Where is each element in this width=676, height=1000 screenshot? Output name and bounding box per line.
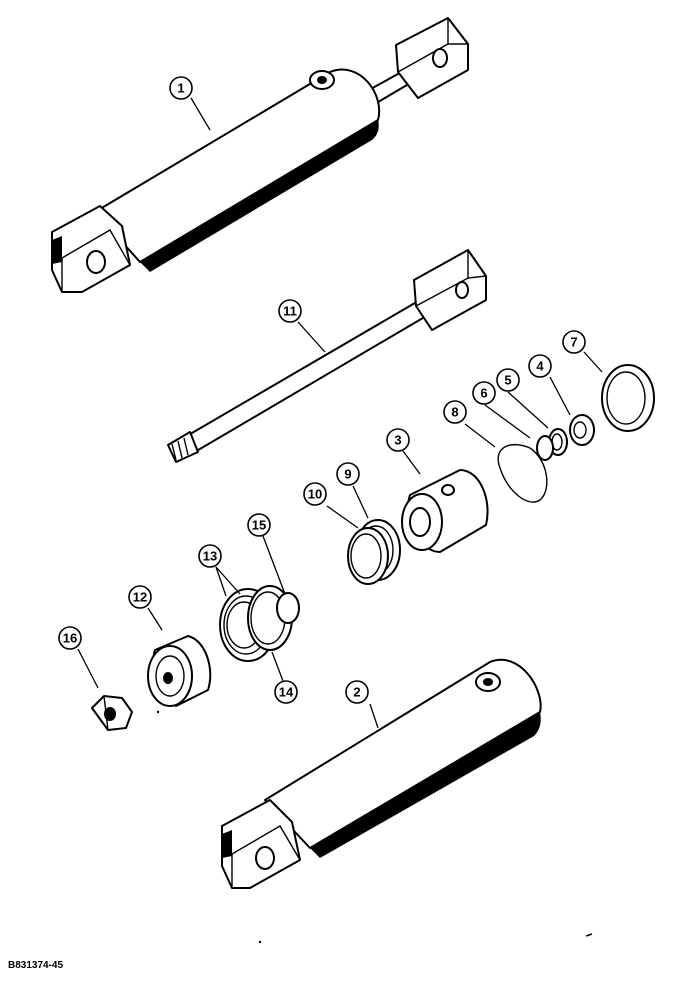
part-6-ring (536, 435, 554, 461)
callout-15: 15 (247, 513, 271, 537)
speck (258, 940, 262, 944)
callout-3: 3 (386, 428, 410, 452)
part-11-piston-rod (167, 249, 487, 463)
callout-12: 12 (128, 585, 152, 609)
callout-5: 5 (496, 368, 520, 392)
callout-12-label: 12 (133, 590, 147, 605)
callout-14: 14 (274, 680, 298, 704)
part-16-nut (91, 695, 133, 731)
callout-6: 6 (472, 381, 496, 405)
leader-lines (77, 97, 603, 729)
callout-9-label: 9 (344, 467, 351, 482)
part-7-lock-ring (601, 364, 655, 432)
part-3-gland (401, 469, 489, 553)
callout-7: 7 (562, 330, 586, 354)
speck (156, 710, 160, 714)
part-2-cylinder-barrel (221, 658, 542, 889)
callout-13: 13 (198, 544, 222, 568)
callout-10: 10 (303, 482, 327, 506)
callout-7-label: 7 (570, 335, 577, 350)
part-15-o-ring (276, 592, 300, 624)
part-12-piston (147, 635, 212, 707)
callout-4-label: 4 (536, 359, 544, 374)
callout-5-label: 5 (504, 373, 511, 388)
part-1-cylinder-assembly (51, 17, 469, 293)
speck (585, 933, 593, 937)
callout-11: 11 (278, 299, 302, 323)
callout-3-label: 3 (394, 433, 401, 448)
callout-1-label: 1 (177, 81, 184, 96)
callout-13-label: 13 (203, 549, 217, 564)
callout-9: 9 (336, 462, 360, 486)
callout-16: 16 (58, 626, 82, 650)
callout-2-label: 2 (353, 685, 360, 700)
callout-10-label: 10 (308, 487, 322, 502)
callout-4: 4 (528, 354, 552, 378)
callout-15-label: 15 (252, 518, 266, 533)
callout-2: 2 (345, 680, 369, 704)
part-8-retaining-ring (497, 443, 548, 503)
part-4-wiper-seal (569, 414, 595, 446)
callout-11-label: 11 (283, 304, 297, 319)
figure-code: B831374-45 (8, 960, 64, 971)
callout-8: 8 (443, 400, 467, 424)
callout-8-label: 8 (451, 405, 458, 420)
part-10-o-ring (347, 527, 389, 585)
callout-1: 1 (169, 76, 193, 100)
callout-6-label: 6 (480, 386, 487, 401)
callout-14-label: 14 (279, 685, 294, 700)
callout-16-label: 16 (63, 631, 77, 646)
